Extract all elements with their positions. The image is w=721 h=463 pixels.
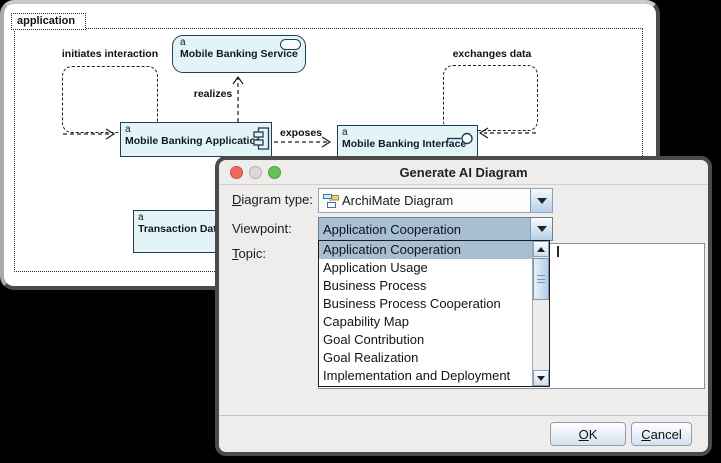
element-mobile-banking-service[interactable]: a Mobile Banking Service	[172, 35, 306, 73]
dialog-title: Generate AI Diagram	[399, 165, 528, 180]
scroll-up-icon	[537, 246, 545, 252]
chevron-down-icon	[536, 226, 547, 232]
topic-label-accel: T	[232, 246, 239, 261]
element-marker: a	[180, 37, 186, 48]
diagram-type-label-rest: iagram type:	[241, 192, 313, 207]
viewpoint-combobox[interactable]: Application Cooperation	[318, 217, 553, 241]
diagram-type-value: ArchiMate Diagram	[342, 193, 454, 208]
close-button[interactable]	[230, 165, 243, 179]
ok-button-rest: K	[588, 426, 598, 442]
viewpoint-dropdown-items: Application Cooperation Application Usag…	[319, 241, 532, 386]
scrollbar-grip-icon	[537, 275, 545, 283]
element-mobile-banking-interface[interactable]: a Mobile Banking Interface	[337, 125, 478, 157]
viewpoint-value: Application Cooperation	[323, 221, 462, 237]
element-marker: a	[138, 212, 144, 223]
diagram-type-label: Diagram type:	[232, 192, 313, 207]
dialog-titlebar[interactable]: Generate AI Diagram	[219, 160, 708, 185]
diagram-type-combobox[interactable]: ArchiMate Diagram	[318, 188, 553, 213]
element-marker: a	[125, 124, 131, 135]
topic-label: Topic:	[232, 246, 266, 261]
element-name: Transaction Data	[138, 223, 223, 235]
scrollbar-thumb[interactable]	[533, 258, 549, 300]
chevron-down-icon	[536, 197, 547, 204]
text-caret	[557, 246, 559, 257]
ok-button-accel: O	[578, 426, 589, 442]
cancel-button[interactable]: Cancel	[631, 422, 692, 446]
ok-button[interactable]: OK	[550, 422, 626, 446]
element-mobile-banking-application[interactable]: a Mobile Banking Application	[120, 122, 272, 157]
exchanges-data-label: exchanges data	[452, 48, 532, 60]
dropdown-item[interactable]: Business Process Cooperation	[323, 296, 501, 311]
dropdown-item[interactable]: Goal Contribution	[323, 332, 425, 347]
dropdown-item[interactable]: Business Process	[323, 278, 427, 293]
scroll-up-button[interactable]	[533, 241, 549, 257]
interface-lollipop-icon	[447, 132, 473, 145]
exposes-label: exposes	[279, 127, 323, 139]
element-name: Mobile Banking Interface	[342, 138, 467, 150]
cancel-button-rest: ancel	[650, 426, 682, 442]
viewpoint-dropdown-button[interactable]	[530, 218, 552, 240]
dropdown-item[interactable]: Goal Realization	[323, 350, 419, 365]
dropdown-scrollbar[interactable]	[532, 241, 549, 386]
viewpoint-value-area[interactable]: Application Cooperation	[319, 218, 530, 240]
window-controls	[230, 160, 281, 184]
element-marker: a	[342, 127, 348, 138]
dropdown-item[interactable]: Implementation and Deployment	[323, 368, 511, 383]
dropdown-item[interactable]: Capability Map	[323, 314, 409, 329]
zoom-button[interactable]	[268, 165, 281, 179]
realizes-label: realizes	[193, 88, 233, 100]
diagram-type-dropdown-button[interactable]	[530, 189, 552, 212]
minimize-button[interactable]	[249, 165, 262, 179]
scroll-down-button[interactable]	[533, 370, 549, 386]
diagram-type-label-accel: D	[232, 192, 242, 207]
service-oval-icon	[280, 39, 301, 50]
button-bar-separator	[219, 415, 708, 416]
dropdown-item[interactable]: Application Usage	[323, 260, 428, 275]
application-group-label: application	[11, 13, 87, 30]
initiates-interaction-box[interactable]	[62, 66, 158, 133]
generate-ai-diagram-dialog: Generate AI Diagram Diagram type: ArchiM…	[215, 156, 712, 456]
component-icon	[253, 127, 270, 150]
dropdown-item[interactable]: Application Cooperation	[319, 241, 532, 259]
topic-label-rest: opic:	[238, 246, 266, 261]
viewpoint-label: Viewpoint:	[232, 221, 292, 236]
exchanges-data-box[interactable]	[443, 65, 538, 131]
archimate-diagram-icon	[323, 193, 339, 208]
initiates-interaction-label: initiates interaction	[61, 48, 159, 60]
diagram-type-value-area[interactable]: ArchiMate Diagram	[319, 189, 530, 212]
scroll-down-icon	[537, 375, 545, 381]
element-name: Mobile Banking Application	[125, 135, 263, 147]
cancel-button-accel: C	[641, 426, 651, 442]
viewpoint-dropdown-list: Application Cooperation Application Usag…	[318, 240, 550, 387]
element-name: Mobile Banking Service	[180, 48, 298, 60]
